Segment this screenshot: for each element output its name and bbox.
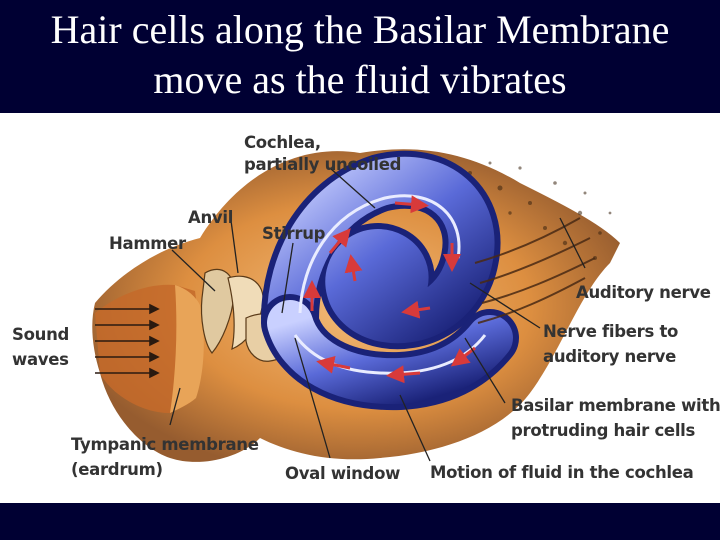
label-cochlea-line-2: partially uncoiled <box>244 155 402 174</box>
label-oval-window: Oval window <box>285 464 401 483</box>
footer-bar <box>0 503 720 540</box>
label-basilar-line-1: Basilar membrane with <box>511 396 720 415</box>
label-nerve-fibers-line-2: auditory nerve <box>543 347 677 366</box>
slide-title-line-1: Hair cells along the Basilar Membrane <box>50 7 670 52</box>
label-cochlea-line-1: Cochlea, <box>244 133 321 152</box>
slide-title-line-2: move as the fluid vibrates <box>153 57 567 102</box>
sound-wave-arrows <box>95 303 160 379</box>
label-anvil: Anvil <box>188 208 234 227</box>
label-stirrup: Stirrup <box>262 224 326 243</box>
leader-lines <box>169 167 586 462</box>
label-fluid-motion: Motion of fluid in the cochlea <box>430 463 694 482</box>
label-tympanic-line-2: (eardrum) <box>71 460 163 479</box>
title-bar: Hair cells along the Basilar Membrane mo… <box>0 0 720 113</box>
label-nerve-fibers-line-1: Nerve fibers to <box>543 322 679 341</box>
fluid-motion-arrows <box>303 195 476 384</box>
label-sound-waves-line-1: Sound <box>12 325 70 344</box>
label-basilar-line-2: protruding hair cells <box>511 421 696 440</box>
label-sound-waves-line-2: waves <box>12 350 69 369</box>
label-auditory-nerve: Auditory nerve <box>576 283 711 302</box>
ear-canal <box>95 284 204 413</box>
label-hammer: Hammer <box>109 234 186 253</box>
label-tympanic-line-1: Tympanic membrane <box>71 435 259 454</box>
ear-anatomy-diagram <box>92 149 620 462</box>
